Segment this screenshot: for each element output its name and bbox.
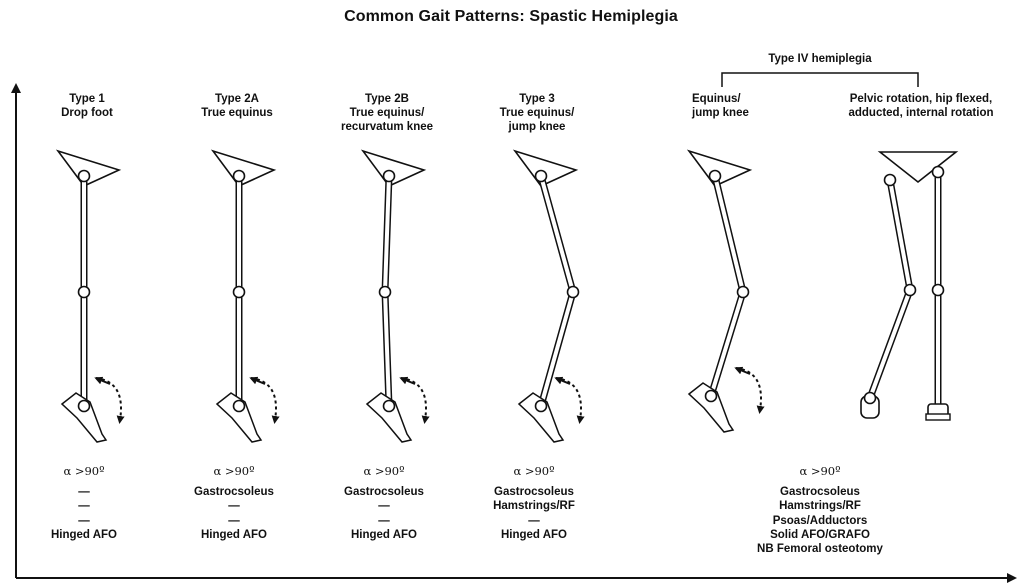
thigh-bone-fill — [715, 176, 743, 292]
ankle-joint — [384, 401, 395, 412]
row-1: Gastrocsoleus — [154, 485, 314, 499]
type4-bracket — [722, 73, 918, 87]
orthosis: Hinged AFO — [154, 528, 314, 542]
ankle-joint — [536, 401, 547, 412]
hip-joint — [710, 171, 721, 182]
row-3: — — [304, 514, 464, 528]
limb-figures — [58, 151, 956, 442]
block-type2a: α >90º Gastrocsoleus — — Hinged AFO — [154, 464, 314, 542]
pelvis-shape — [58, 151, 119, 186]
row-2: — — [154, 499, 314, 513]
joint — [885, 175, 896, 186]
row-4: Solid AFO/GRAFO — [740, 528, 900, 542]
joint — [933, 167, 944, 178]
orthosis: Hinged AFO — [304, 528, 464, 542]
joint — [905, 285, 916, 296]
row-2: — — [304, 499, 464, 513]
pelvis-shape — [213, 151, 274, 186]
row-1: Gastrocsoleus — [740, 485, 900, 499]
knee-joint — [568, 287, 579, 298]
row-1: Gastrocsoleus — [454, 485, 614, 499]
hip-joint — [384, 171, 395, 182]
joint — [865, 393, 876, 404]
shank-bone-fill — [711, 292, 743, 396]
row-1: — — [4, 485, 164, 499]
thigh-bone-fill — [541, 176, 573, 292]
angle-label: α >90º — [4, 464, 164, 478]
angle-label: α >90º — [154, 464, 314, 478]
angle-label: α >90º — [740, 464, 900, 478]
joint — [933, 285, 944, 296]
knee-joint — [79, 287, 90, 298]
left-thigh-bone-fill — [890, 180, 910, 290]
hip-joint — [536, 171, 547, 182]
row-1: Gastrocsoleus — [304, 485, 464, 499]
knee-joint — [738, 287, 749, 298]
ankle-joint — [79, 401, 90, 412]
block-type3: α >90º Gastrocsoleus Hamstrings/RF — Hin… — [454, 464, 614, 542]
block-type2b: α >90º Gastrocsoleus — — Hinged AFO — [304, 464, 464, 542]
ankle-joint — [706, 391, 717, 402]
row-3: — — [4, 514, 164, 528]
orthosis: Hinged AFO — [454, 528, 614, 542]
knee-joint — [380, 287, 391, 298]
hip-joint — [234, 171, 245, 182]
row-2: Hamstrings/RF — [740, 499, 900, 513]
row-5: NB Femoral osteotomy — [740, 542, 900, 556]
ankle-joint — [234, 401, 245, 412]
angle-label: α >90º — [304, 464, 464, 478]
row-3: — — [454, 514, 614, 528]
block-type4: α >90º Gastrocsoleus Hamstrings/RF Psoas… — [740, 464, 900, 556]
row-3: — — [154, 514, 314, 528]
right-foot-sole — [926, 414, 950, 420]
left-shank-bone-fill — [870, 290, 910, 398]
hip-joint — [79, 171, 90, 182]
angle-label: α >90º — [454, 464, 614, 478]
row-2: Hamstrings/RF — [454, 499, 614, 513]
knee-joint — [234, 287, 245, 298]
row-2: — — [4, 499, 164, 513]
row-3: Psoas/Adductors — [740, 514, 900, 528]
shank-bone-fill — [541, 292, 573, 406]
block-type1: α >90º — — — Hinged AFO — [4, 464, 164, 542]
orthosis: Hinged AFO — [4, 528, 164, 542]
pelvis-shape — [363, 151, 424, 186]
